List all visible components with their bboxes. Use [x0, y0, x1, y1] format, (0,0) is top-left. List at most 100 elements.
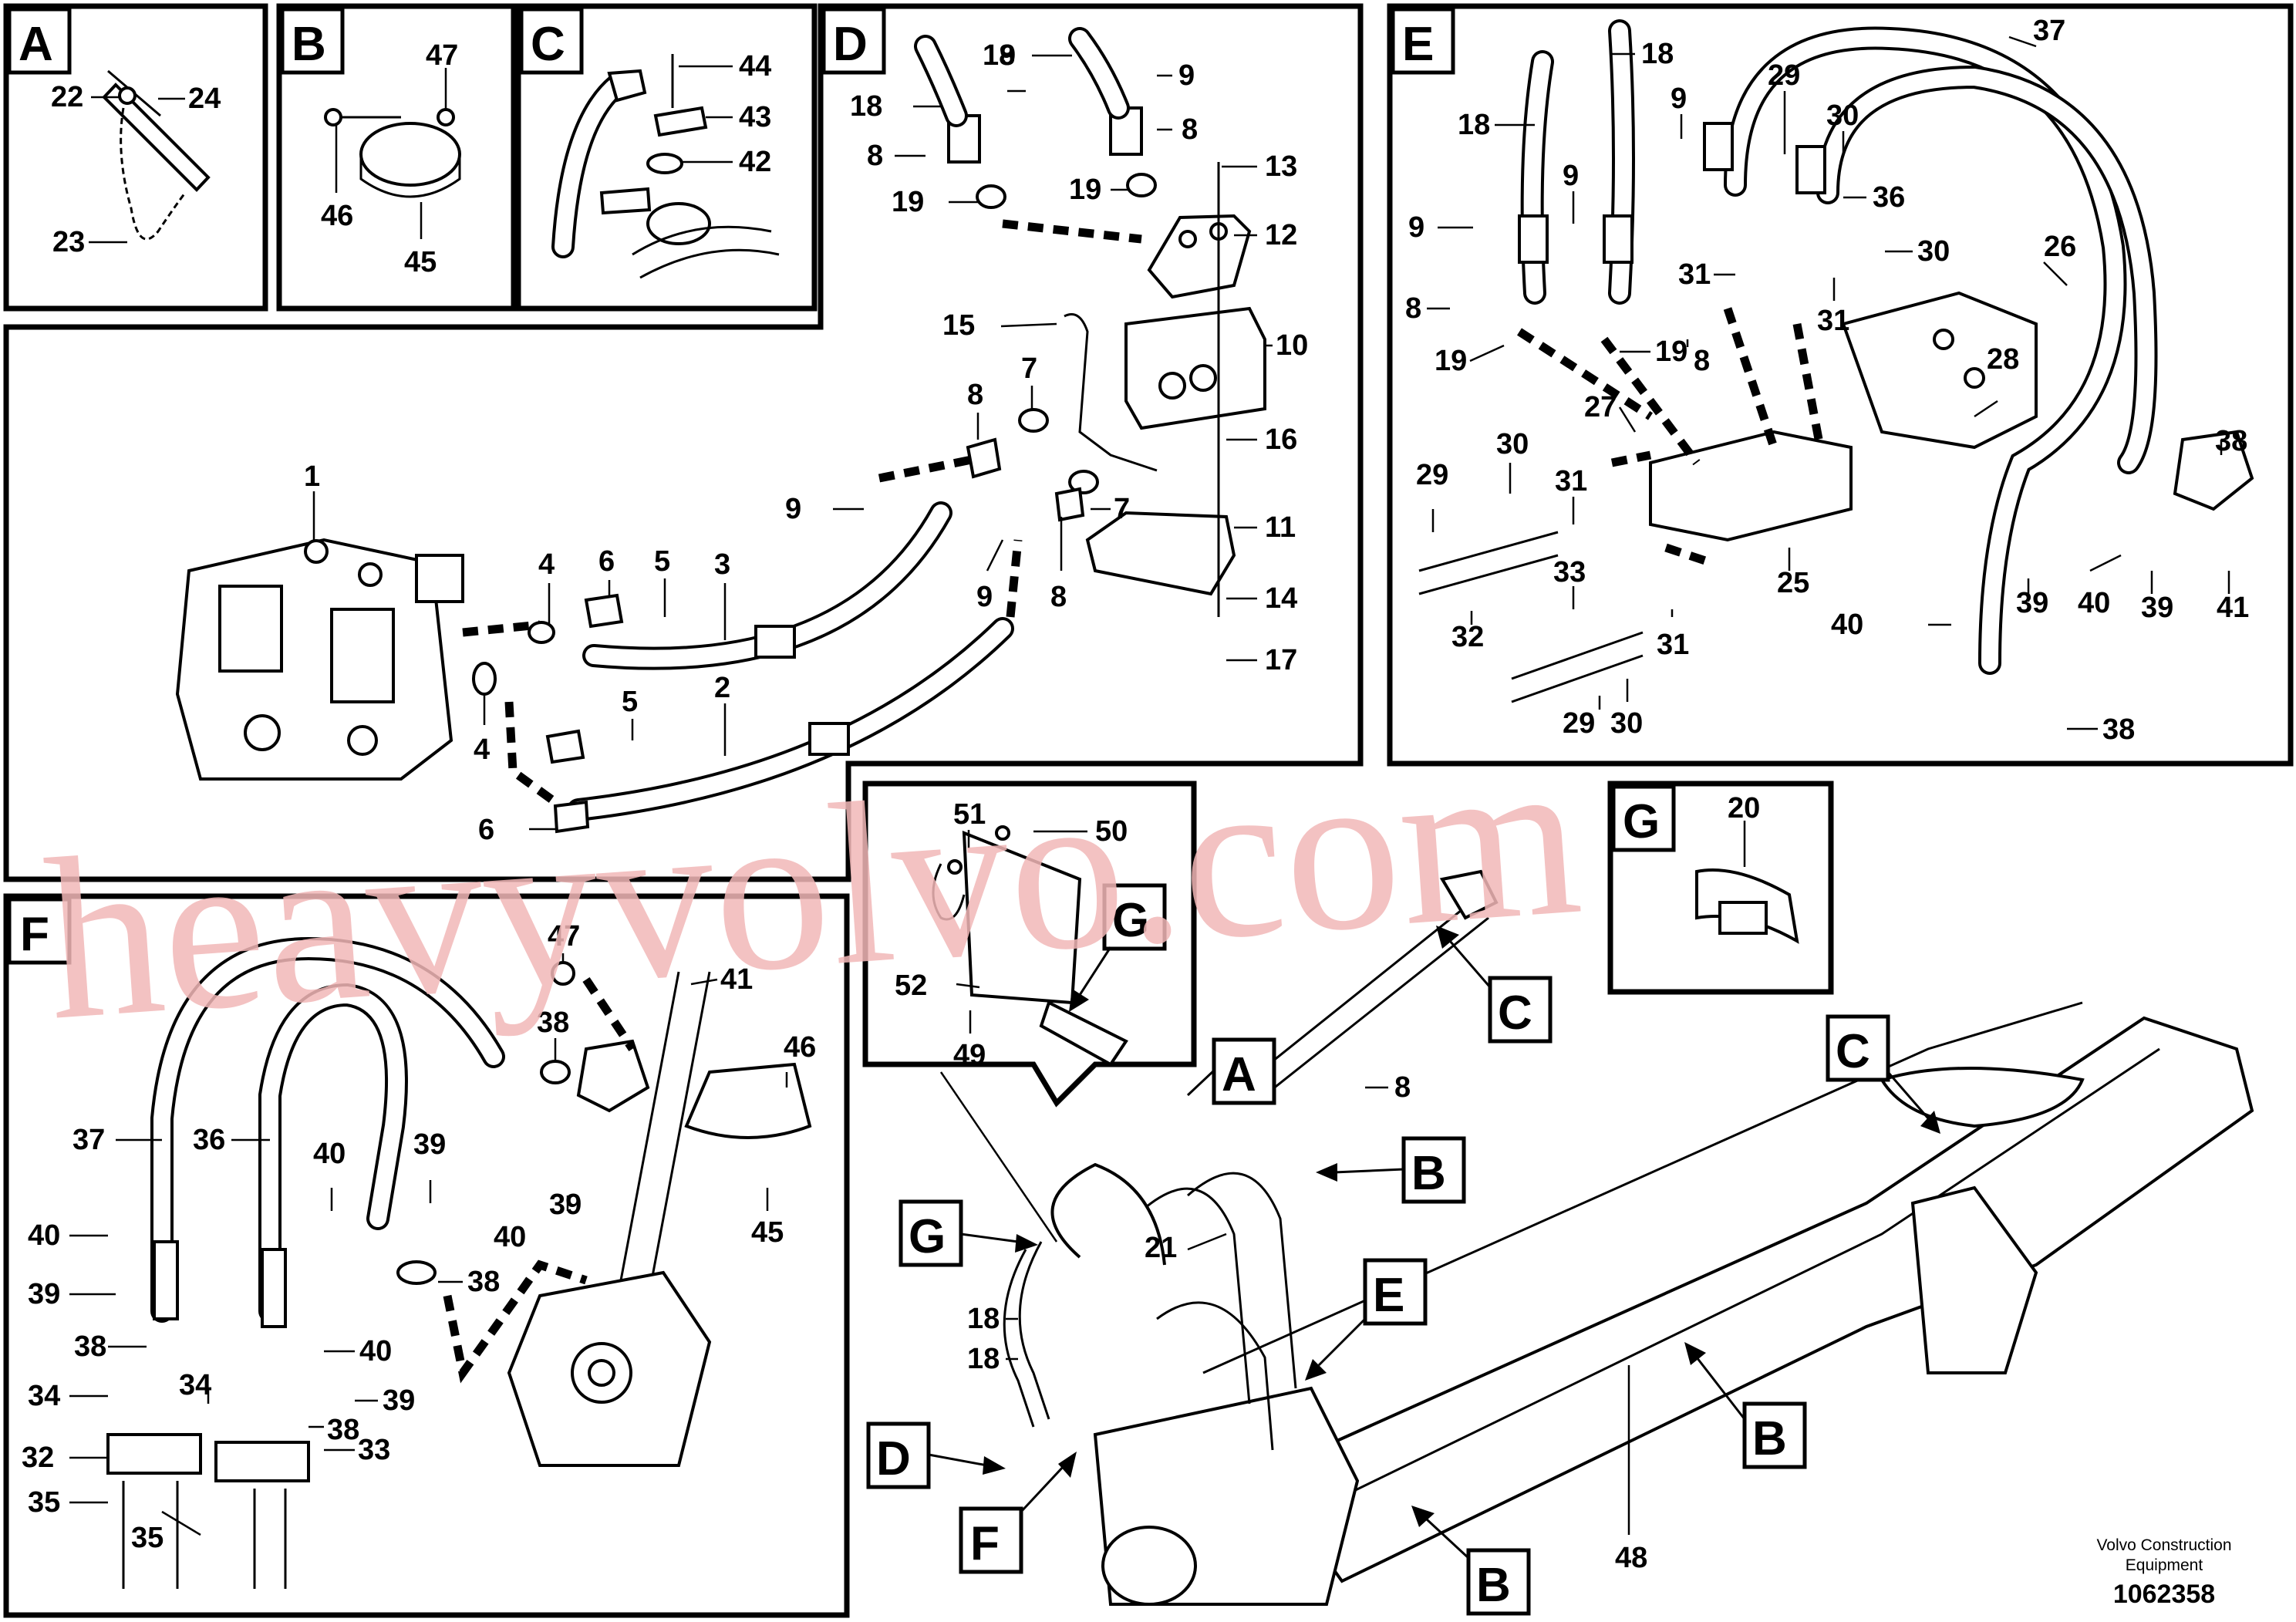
- panel-e-label: 31: [1817, 305, 1849, 337]
- panel-c: C 44 43 42: [515, 3, 818, 312]
- panel-e-label: 19: [1435, 345, 1467, 377]
- panel-f-label: 36: [193, 1124, 225, 1156]
- main-label: 8: [1394, 1071, 1411, 1104]
- callout-b-top: B: [1316, 1136, 1466, 1204]
- panel-d-label: 5: [622, 686, 638, 718]
- callout-b-right: B: [1684, 1342, 1807, 1469]
- panel-e-label: 38: [2215, 425, 2247, 457]
- panel-f-label: 35: [131, 1522, 164, 1554]
- callout-e: E: [1305, 1258, 1428, 1381]
- panel-a-tag: A: [19, 18, 53, 71]
- block-10-drawing: [1064, 162, 1266, 617]
- panel-d-label: 11: [1265, 511, 1296, 544]
- panel-e-label: 31: [1657, 629, 1689, 661]
- panel-f-label: 33: [358, 1434, 390, 1466]
- panel-e-label: 36: [1873, 181, 1905, 214]
- main-label: 49: [953, 1039, 986, 1071]
- panel-e-label: 9: [1671, 83, 1687, 115]
- panel-g-tag-box: [1611, 784, 1676, 852]
- panel-g: G 20: [1607, 781, 1834, 995]
- panel-d-label: 9: [785, 493, 801, 525]
- panel-f-label: 37: [72, 1124, 105, 1156]
- panel-d-label: 7: [1114, 493, 1130, 525]
- panel-b-tag: B: [292, 18, 326, 71]
- panel-e-label: 29: [1563, 707, 1595, 740]
- panel-e-tag-box: [1391, 7, 1455, 75]
- panel-f-label: 39: [28, 1278, 60, 1310]
- panel-f-label: 34: [28, 1380, 60, 1412]
- panel-d-label: 9: [1000, 39, 1016, 72]
- panel-f-label: 41: [720, 963, 753, 996]
- panel-d-label: 8: [1182, 113, 1198, 146]
- panel-f-label: 40: [313, 1138, 346, 1170]
- callout-tag: C: [1836, 1025, 1870, 1078]
- panel-f-label: 40: [28, 1219, 60, 1252]
- panel-e-label: 19: [1655, 336, 1687, 368]
- panel-c-tag-box: [519, 7, 584, 75]
- panel-e-label: 30: [1610, 707, 1643, 740]
- panel-d-label: 16: [1265, 423, 1297, 456]
- hose-fitting-drawing: [551, 54, 780, 279]
- panel-f-label: 46: [784, 1031, 816, 1064]
- panel-d-label: 4: [538, 548, 555, 581]
- panel-e-label: 29: [1416, 459, 1448, 491]
- fittings-drawing: [472, 27, 1157, 834]
- panel-d-label: 14: [1265, 582, 1297, 615]
- panel-d-label: 8: [867, 140, 883, 172]
- panel-f-label: 47: [548, 920, 580, 953]
- panel-e-label: 41: [2217, 592, 2249, 624]
- callout-tag: B: [1411, 1147, 1446, 1200]
- panel-e-label: 8: [1694, 345, 1710, 377]
- bracket-inset: 51 50 52 49: [862, 781, 1197, 1108]
- callout-tag: F: [970, 1517, 1000, 1570]
- panel-e-label: 28: [1987, 343, 2019, 376]
- panel-d: D: [3, 3, 1364, 882]
- panel-e-label: 39: [2141, 592, 2173, 624]
- main-label: 18: [967, 1303, 1000, 1335]
- panel-e-label: 29: [1768, 59, 1800, 92]
- panel-f-label: 39: [549, 1189, 582, 1221]
- panel-a-tag-box: [7, 7, 72, 75]
- strap-clamp-drawing: [1695, 868, 1799, 944]
- lock-pin-drawing: [102, 69, 211, 241]
- panel-a-label: 22: [51, 81, 83, 113]
- panel-e-label: 30: [1826, 99, 1859, 132]
- panel-e-label: 8: [1405, 292, 1421, 325]
- panel-e-label: 40: [2078, 587, 2110, 619]
- panel-f-label: 35: [28, 1486, 60, 1519]
- panel-e-label: 40: [1831, 609, 1863, 641]
- callout-tag: G: [909, 1210, 946, 1263]
- panel-d-label: 8: [1050, 581, 1067, 613]
- panel-f: F: [3, 893, 850, 1618]
- panel-b-tag-box: [280, 7, 345, 75]
- panel-a-label: 23: [52, 226, 85, 258]
- footer-company-2: Equipment: [2126, 1556, 2203, 1574]
- panel-e: E: [1387, 3, 2294, 767]
- panel-a: A 22 24 23: [3, 3, 268, 312]
- control-valve-drawing: [175, 538, 464, 781]
- panel-e-label: 31: [1678, 258, 1711, 291]
- callout-tag: B: [1476, 1559, 1511, 1612]
- panel-b: B 47 46 45: [276, 3, 517, 312]
- callout-b-bottom: B: [1411, 1506, 1531, 1616]
- panel-d-label: 6: [598, 545, 615, 578]
- panel-f-label: 38: [74, 1330, 106, 1363]
- callout-g: G: [899, 1199, 1038, 1267]
- panel-d-label: 12: [1265, 219, 1297, 251]
- panel-d-tag-box: [821, 7, 886, 75]
- panel-d-label: 4: [474, 733, 490, 766]
- callout-c-right: C: [1826, 1014, 1940, 1134]
- panel-f-label: 45: [751, 1216, 784, 1249]
- callout-a: A: [1186, 1037, 1276, 1105]
- callout-tag: B: [1752, 1412, 1787, 1465]
- panel-e-label: 25: [1777, 567, 1809, 599]
- hoses-2-3-drawing: [567, 501, 1014, 821]
- panel-e-label: 32: [1451, 621, 1484, 653]
- panel-f-label: 38: [467, 1266, 500, 1298]
- panel-e-label: 30: [1496, 428, 1529, 460]
- panel-d-label: 5: [654, 545, 670, 578]
- panel-d-label: 2: [714, 672, 730, 704]
- footer-company: Volvo Construction: [2096, 1536, 2231, 1554]
- panel-e-tag: E: [1402, 18, 1434, 71]
- panel-d-label: 8: [967, 379, 983, 411]
